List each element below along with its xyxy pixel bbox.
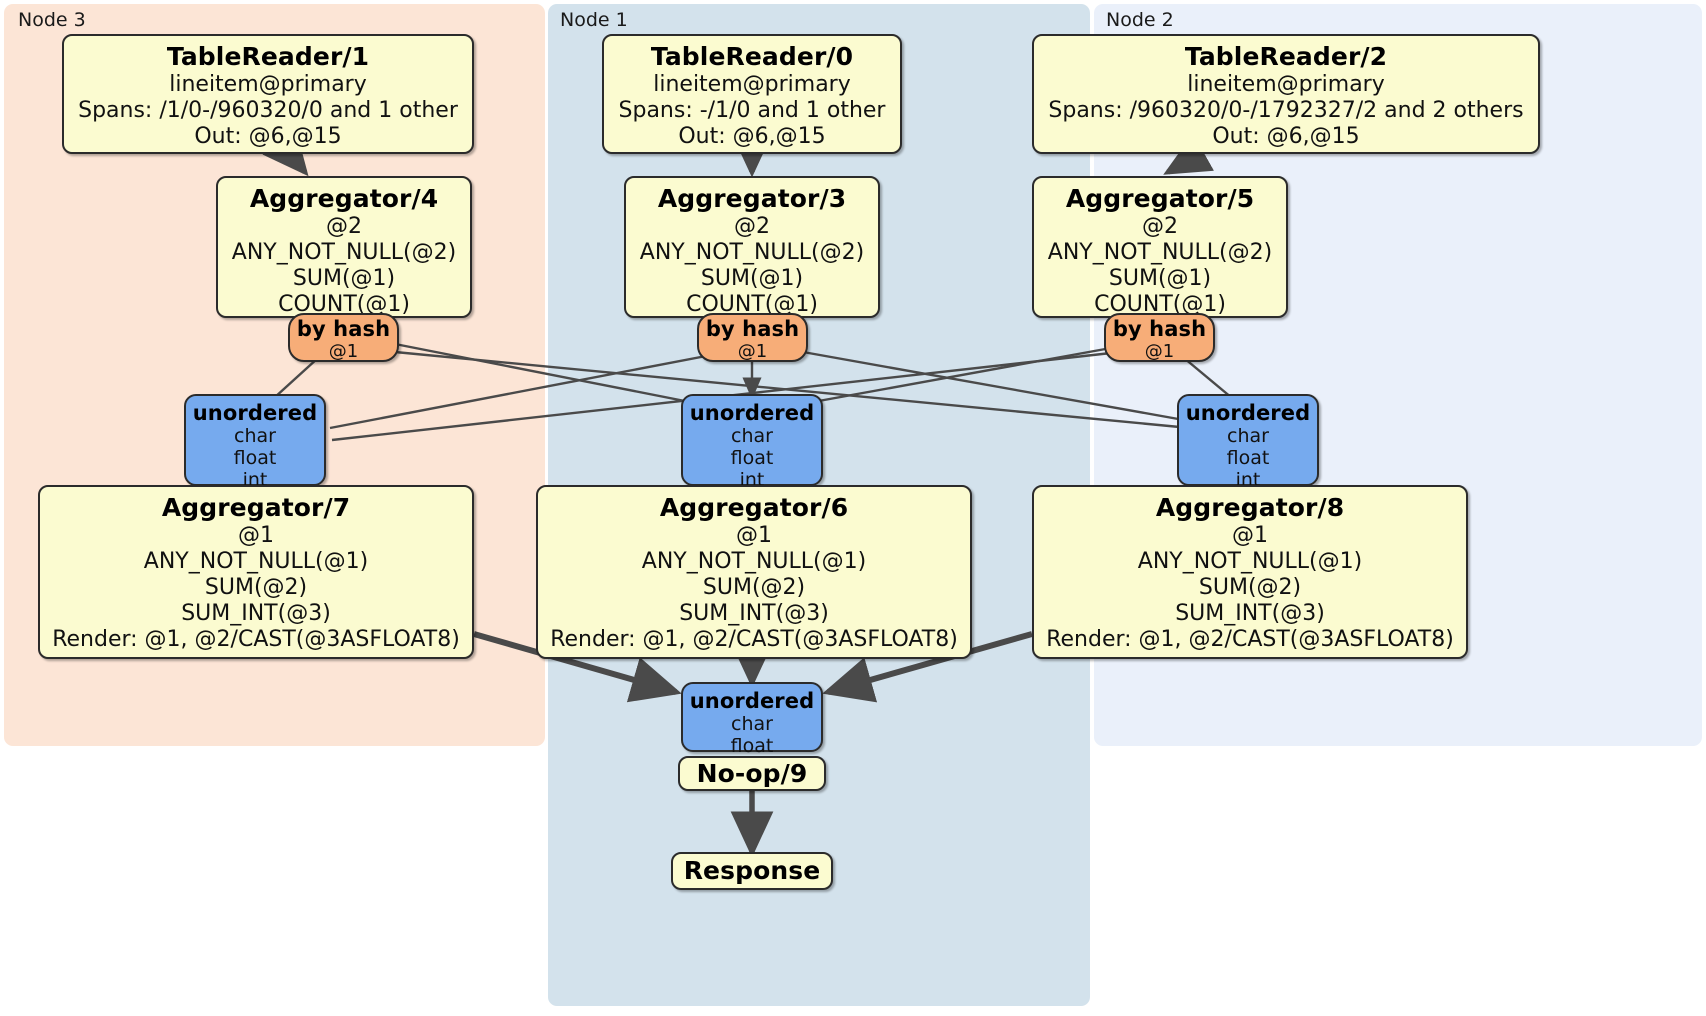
processor-detail: SUM_INT(@3) [181,601,331,626]
processor-detail: lineitem@primary [169,72,367,97]
processor-detail: Spans: /1/0-/960320/0 and 1 other [78,98,458,123]
processor-title: Aggregator/8 [1155,493,1345,522]
processor-noop-9[interactable]: No-op/9 [678,756,826,791]
processor-aggregator-3[interactable]: Aggregator/3 @2 ANY_NOT_NULL(@2) SUM(@1)… [624,176,880,318]
synchronizer-unordered-node1[interactable]: unordered char float int [681,394,823,491]
processor-title: Aggregator/7 [161,493,351,522]
processor-detail: ANY_NOT_NULL(@2) [1047,240,1273,265]
processor-render: Render: @1, @2/CAST(@3ASFLOAT8) [52,627,460,652]
processor-title: TableReader/1 [166,42,370,71]
processor-detail: Out: @6,@15 [678,124,826,149]
processor-detail: @2 [326,214,362,239]
processor-aggregator-6[interactable]: Aggregator/6 @1 ANY_NOT_NULL(@1) SUM(@2)… [536,485,972,659]
synchronizer-title: unordered [1185,401,1311,425]
processor-response[interactable]: Response [671,852,833,890]
processor-detail: Out: @6,@15 [1212,124,1360,149]
processor-detail: Spans: /960320/0-/1792327/2 and 2 others [1048,98,1524,123]
processor-detail: @2 [1142,214,1178,239]
router-by-hash-node3[interactable]: by hash @1 [288,313,399,362]
processor-aggregator-7[interactable]: Aggregator/7 @1 ANY_NOT_NULL(@1) SUM(@2)… [38,485,474,659]
processor-detail: SUM(@1) [1108,266,1212,291]
synchronizer-type: char [1227,425,1269,447]
processor-title: TableReader/2 [1184,42,1388,71]
router-detail: @1 [328,341,359,362]
processor-detail: COUNT(@1) [278,292,410,317]
processor-detail: SUM(@2) [1198,575,1302,600]
processor-title: Aggregator/6 [659,493,849,522]
processor-render: Render: @1, @2/CAST(@3ASFLOAT8) [1046,627,1454,652]
processor-detail: lineitem@primary [653,72,851,97]
processor-detail: ANY_NOT_NULL(@1) [641,549,867,574]
processor-title: Aggregator/5 [1065,184,1255,213]
processor-detail: Spans: -/1/0 and 1 other [618,98,886,123]
synchronizer-unordered-node2[interactable]: unordered char float int [1177,394,1319,491]
processor-detail: SUM(@1) [292,266,396,291]
synchronizer-type: float [730,735,774,757]
processor-detail: lineitem@primary [1187,72,1385,97]
processor-detail: @1 [1232,523,1268,548]
processor-tablereader-0[interactable]: TableReader/0 lineitem@primary Spans: -/… [602,34,902,154]
router-title: by hash [705,317,800,341]
processor-detail: SUM(@2) [204,575,308,600]
node-label-node3: Node 3 [18,9,86,31]
processor-detail: Out: @6,@15 [194,124,342,149]
node-label-node2: Node 2 [1106,9,1174,31]
processor-detail: @2 [734,214,770,239]
processor-detail: @1 [238,523,274,548]
synchronizer-title: unordered [689,401,815,425]
processor-detail: SUM_INT(@3) [679,601,829,626]
processor-detail: SUM(@2) [702,575,806,600]
router-by-hash-node1[interactable]: by hash @1 [697,313,808,362]
synchronizer-type: float [233,447,277,469]
processor-detail: @1 [736,523,772,548]
synchronizer-title: unordered [689,689,815,713]
processor-title: Aggregator/3 [657,184,847,213]
processor-tablereader-2[interactable]: TableReader/2 lineitem@primary Spans: /9… [1032,34,1540,154]
processor-detail: ANY_NOT_NULL(@2) [639,240,865,265]
processor-detail: COUNT(@1) [686,292,818,317]
processor-detail: COUNT(@1) [1094,292,1226,317]
processor-tablereader-1[interactable]: TableReader/1 lineitem@primary Spans: /1… [62,34,474,154]
processor-detail: ANY_NOT_NULL(@1) [1137,549,1363,574]
router-by-hash-node2[interactable]: by hash @1 [1104,313,1215,362]
router-detail: @1 [737,341,768,362]
synchronizer-type: char [731,713,773,735]
processor-title: No-op/9 [696,758,808,788]
processor-aggregator-4[interactable]: Aggregator/4 @2 ANY_NOT_NULL(@2) SUM(@1)… [216,176,472,318]
synchronizer-type: char [234,425,276,447]
router-title: by hash [296,317,391,341]
router-title: by hash [1112,317,1207,341]
synchronizer-type: char [731,425,773,447]
processor-detail: SUM(@1) [700,266,804,291]
synchronizer-type: float [1226,447,1270,469]
processor-detail: ANY_NOT_NULL(@1) [143,549,369,574]
router-detail: @1 [1144,341,1175,362]
synchronizer-unordered-node3[interactable]: unordered char float int [184,394,326,491]
processor-title: Aggregator/4 [249,184,439,213]
synchronizer-type: float [730,447,774,469]
processor-render: Render: @1, @2/CAST(@3ASFLOAT8) [550,627,958,652]
synchronizer-unordered-final[interactable]: unordered char float [681,682,823,757]
processor-detail: SUM_INT(@3) [1175,601,1325,626]
processor-aggregator-5[interactable]: Aggregator/5 @2 ANY_NOT_NULL(@2) SUM(@1)… [1032,176,1288,318]
processor-title: TableReader/0 [650,42,854,71]
processor-title: Response [683,856,821,885]
processor-aggregator-8[interactable]: Aggregator/8 @1 ANY_NOT_NULL(@1) SUM(@2)… [1032,485,1468,659]
node-label-node1: Node 1 [560,9,628,31]
processor-detail: ANY_NOT_NULL(@2) [231,240,457,265]
synchronizer-title: unordered [192,401,318,425]
